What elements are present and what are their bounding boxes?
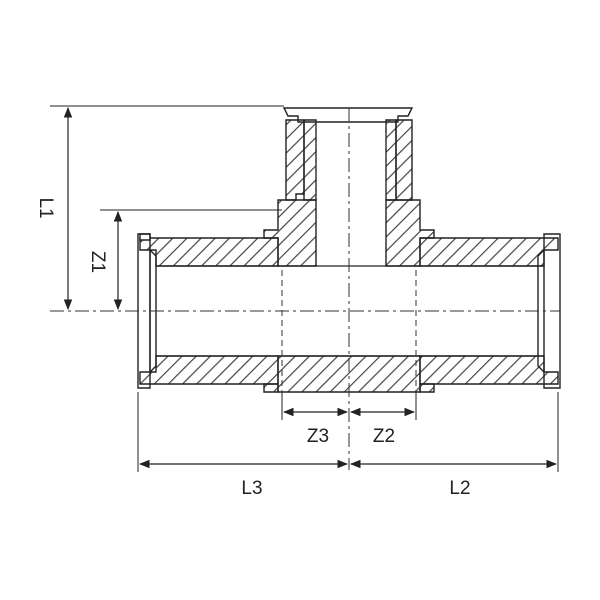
left-run-top-wall bbox=[139, 237, 279, 267]
l2-label: L2 bbox=[449, 478, 470, 499]
dimension-lines bbox=[63, 106, 558, 469]
bore-outline bbox=[156, 265, 544, 357]
branch-left-wall bbox=[285, 119, 305, 201]
right-run bbox=[419, 233, 561, 393]
z1-label: Z1 bbox=[87, 251, 108, 273]
extension-lines bbox=[50, 105, 559, 472]
left-run-bottom-wall bbox=[139, 355, 279, 385]
tee-body bbox=[263, 199, 435, 393]
left-run bbox=[137, 233, 279, 393]
l1-label: L1 bbox=[35, 197, 56, 218]
branch-socket bbox=[282, 107, 414, 201]
z3-label: Z3 bbox=[307, 426, 329, 447]
l3-label: L3 bbox=[241, 478, 262, 499]
z2-label: Z2 bbox=[373, 426, 395, 447]
branch-right-wall bbox=[385, 119, 397, 201]
